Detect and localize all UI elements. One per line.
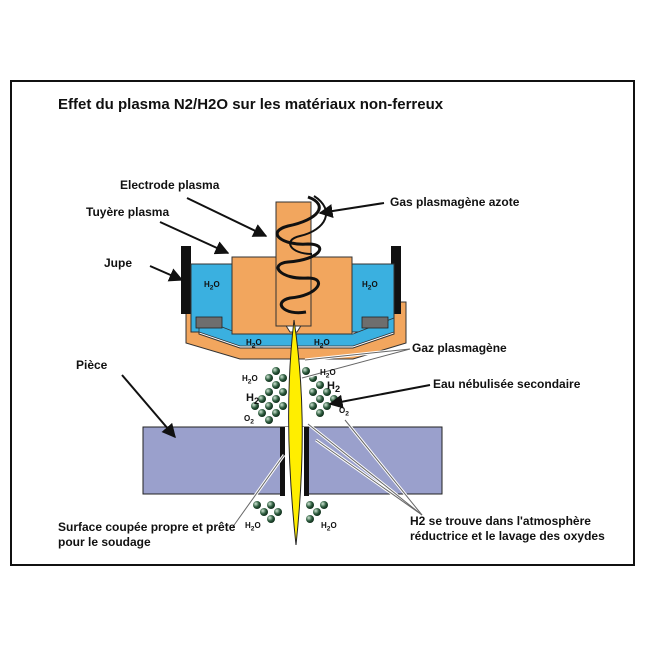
label-electrode: Electrode plasma bbox=[120, 178, 220, 192]
gas-coil bbox=[275, 195, 322, 315]
label-tuyere: Tuyère plasma bbox=[86, 205, 170, 219]
jupe-left bbox=[181, 246, 191, 314]
kerf-wall-left bbox=[280, 427, 285, 496]
plasma-arc bbox=[288, 319, 303, 546]
kerf-wall-right bbox=[304, 427, 309, 496]
arrow-eau bbox=[328, 384, 431, 409]
plug-right bbox=[361, 316, 389, 329]
label-surface-line2: pour le soudage bbox=[58, 535, 151, 549]
label-gaz-plasmagene: Gaz plasmagène bbox=[412, 341, 507, 355]
chem-h2o-bottom-right: H2O bbox=[321, 521, 337, 533]
label-eau: Eau nébulisée secondaire bbox=[433, 377, 581, 391]
chem-o2-left: O2 bbox=[244, 414, 254, 426]
chem-h2o-mist-left: H2O bbox=[242, 374, 258, 386]
diagram-title: Effet du plasma N2/H2O sur les matériaux… bbox=[58, 96, 444, 113]
chem-h2o-mist-right: H2O bbox=[320, 368, 336, 380]
diagram-frame bbox=[10, 80, 635, 566]
arrow-jupe bbox=[149, 265, 184, 282]
arrow-gas-azote bbox=[318, 202, 385, 218]
arrow-electrode bbox=[186, 197, 268, 237]
chem-h2o-right: H2O bbox=[362, 280, 378, 292]
arrow-tuyere bbox=[159, 221, 230, 255]
label-gas-azote: Gas plasmagène azote bbox=[390, 195, 520, 209]
chem-h2-right: H2 bbox=[327, 380, 341, 395]
jupe-right bbox=[391, 246, 401, 314]
label-h2-line2: réductrice et le lavage des oxydes bbox=[410, 529, 605, 543]
chem-h2o-channel-right: H2O bbox=[314, 338, 330, 350]
chem-h2o-channel-left: H2O bbox=[246, 338, 262, 350]
arrow-piece bbox=[121, 374, 176, 439]
label-piece: Pièce bbox=[76, 358, 108, 372]
leader-lines-core bbox=[231, 348, 423, 529]
label-surface-line1: Surface coupée propre et prête bbox=[58, 520, 236, 534]
plug-left bbox=[195, 316, 223, 329]
label-h2-line1: H2 se trouve dans l'atmosphère bbox=[410, 514, 591, 528]
chem-h2o-left: H2O bbox=[204, 280, 220, 292]
chem-o2-right: O2 bbox=[339, 406, 349, 418]
chem-h2-left: H2 bbox=[246, 392, 260, 407]
label-jupe: Jupe bbox=[104, 256, 133, 270]
chem-h2o-bottom-left: H2O bbox=[245, 521, 261, 533]
